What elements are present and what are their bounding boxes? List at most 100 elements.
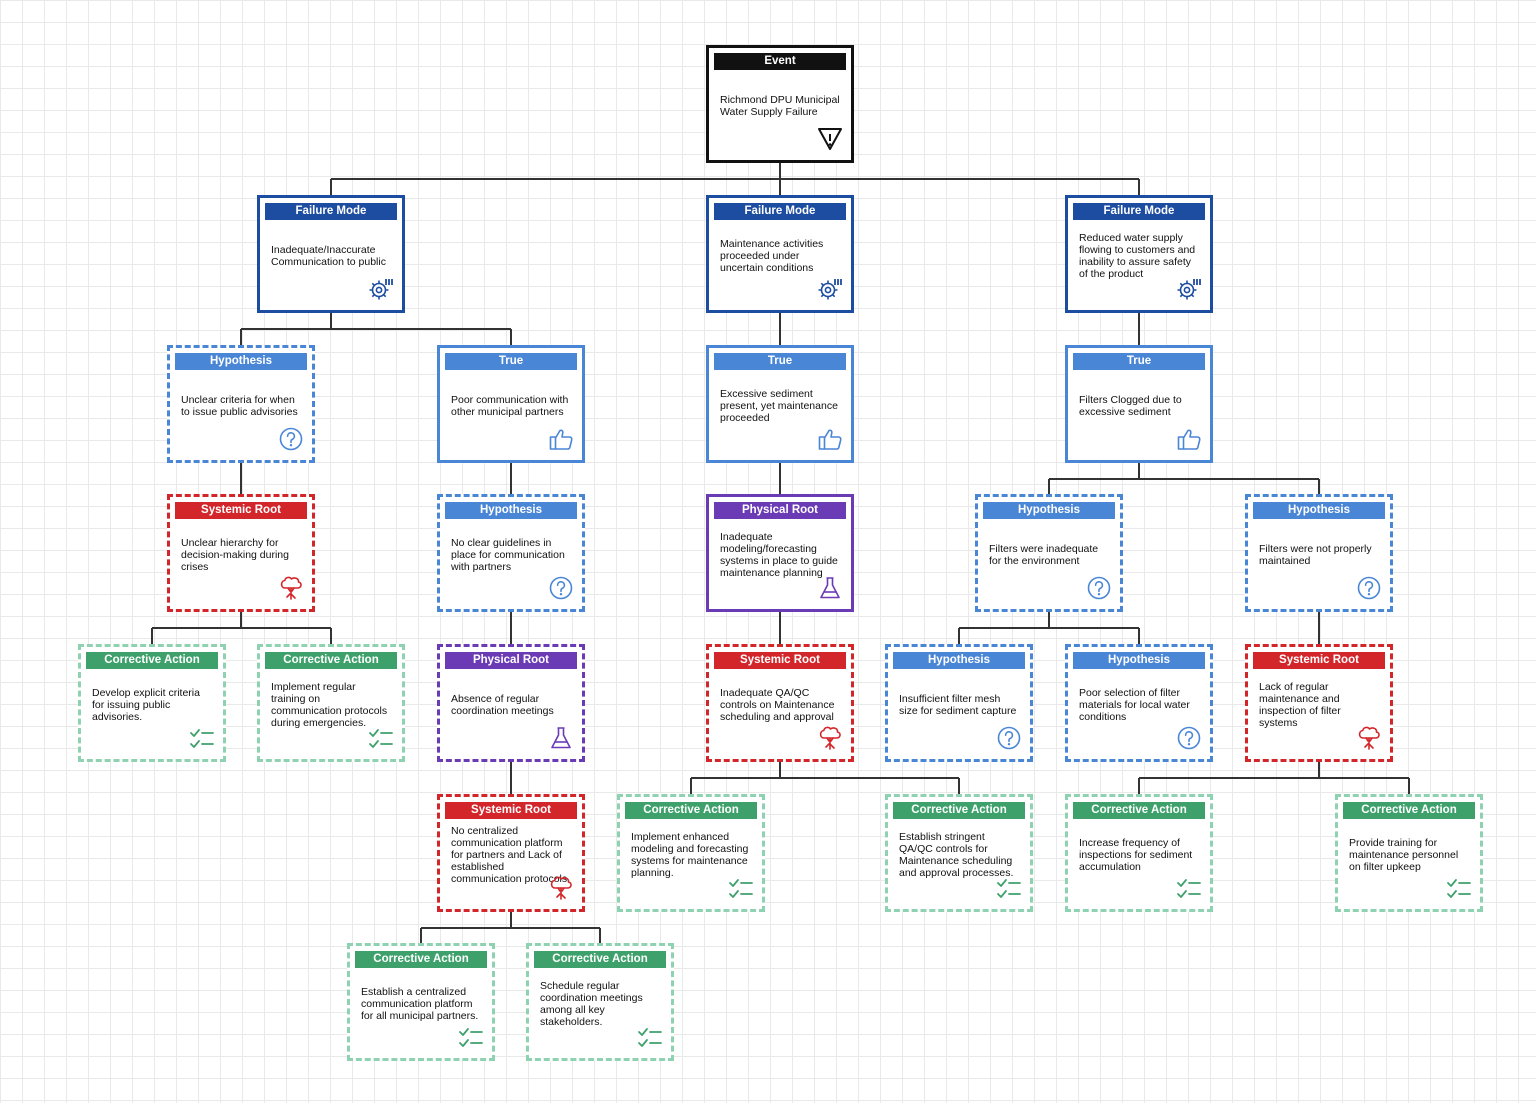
checklist-icon [1176,875,1202,901]
node-description: Filters Clogged due to excessive sedimen… [1079,382,1200,430]
node-description: Excessive sediment present, yet maintena… [720,382,841,430]
gear-process-icon [368,276,394,302]
node-description: Provide training for maintenance personn… [1349,831,1470,879]
node-title: Corrective Action [1073,802,1205,819]
node-description: Filters were inadequate for the environm… [989,531,1110,579]
node-description-text: Inadequate/Inaccurate Communication to p… [271,243,386,268]
question-icon [1176,725,1202,751]
node-title: Failure Mode [714,203,846,220]
node-description: Schedule regular coordination meetings a… [540,980,661,1029]
node-description-text: Reduced water supply flowing to customer… [1079,231,1196,281]
connector-sr1 [151,612,332,644]
node-title: Systemic Root [714,652,846,669]
gear-process-icon [1176,276,1202,302]
checklist-icon [996,875,1022,901]
node-description: Unclear criteria for when to issue publi… [181,382,302,430]
checklist-icon [728,875,754,901]
node-description-text: Poor selection of filter materials for l… [1079,686,1190,724]
node-description: Poor selection of filter materials for l… [1079,681,1200,729]
connector-h3 [958,612,1140,644]
checklist-icon [458,1024,484,1050]
checklist-icon [368,725,394,751]
warning-icon [817,126,843,152]
node-title: Corrective Action [1343,802,1475,819]
node-title: Corrective Action [534,951,666,968]
node-title: Systemic Root [175,502,307,519]
node-description: Absence of regular coordination meetings [451,681,572,729]
node-description: Maintenance activities proceeded under u… [720,232,841,280]
node-description: Develop explicit criteria for issuing pu… [92,681,213,729]
node-description-text: Maintenance activities proceeded under u… [720,237,824,275]
node-title: Corrective Action [265,652,397,669]
thumbs-up-icon [817,426,843,452]
node-description-text: Implement enhanced modeling and forecast… [631,830,749,880]
flask-icon [817,575,843,601]
node-description: Establish stringent QA/QC controls for M… [899,830,1020,880]
node-description-text: Absence of regular coordination meetings [451,692,554,717]
node-title: Failure Mode [265,203,397,220]
node-title: Hypothesis [175,353,307,370]
node-title: Corrective Action [355,951,487,968]
node-description-text: Filters were inadequate for the environm… [989,542,1099,567]
gear-process-icon [817,276,843,302]
node-description-text: Filters were not properly maintained [1259,542,1372,567]
node-description: Implement enhanced modeling and forecast… [631,830,752,880]
node-description-text: Increase frequency of inspections for se… [1079,836,1193,874]
node-description-text: Unclear criteria for when to issue publi… [181,393,298,418]
node-title: Physical Root [714,502,846,519]
node-title: Systemic Root [1253,652,1385,669]
thumbs-up-icon [548,426,574,452]
node-description: Increase frequency of inspections for se… [1079,831,1200,879]
connector-sr3 [1138,762,1410,794]
node-description: Inadequate modeling/forecasting systems … [720,530,841,580]
node-description-text: Establish stringent QA/QC controls for M… [899,830,1014,880]
node-title: True [714,353,846,370]
node-title: Corrective Action [893,802,1025,819]
node-description: Establish a centralized communication pl… [361,980,482,1028]
node-title: Hypothesis [1253,502,1385,519]
node-title: Hypothesis [893,652,1025,669]
question-icon [548,575,574,601]
node-description-text: Provide training for maintenance personn… [1349,836,1459,874]
flask-icon [548,725,574,751]
node-description-text: Lack of regular maintenance and inspecti… [1259,680,1341,730]
node-description-text: Inadequate QA/QC controls on Maintenance… [720,686,835,724]
node-description-text: Insufficient filter mesh size for sedime… [899,692,1017,717]
connector-sr2 [690,762,960,794]
node-title: Event [714,53,846,70]
question-icon [996,725,1022,751]
node-description-text: Excessive sediment present, yet maintena… [720,387,838,425]
node-description: Inadequate/Inaccurate Communication to p… [271,232,392,280]
node-description-text: Inadequate modeling/forecasting systems … [720,530,838,580]
node-description: Filters were not properly maintained [1259,531,1380,579]
node-description-text: No clear guidelines in place for communi… [451,536,565,574]
node-description-text: Establish a centralized communication pl… [361,985,479,1023]
